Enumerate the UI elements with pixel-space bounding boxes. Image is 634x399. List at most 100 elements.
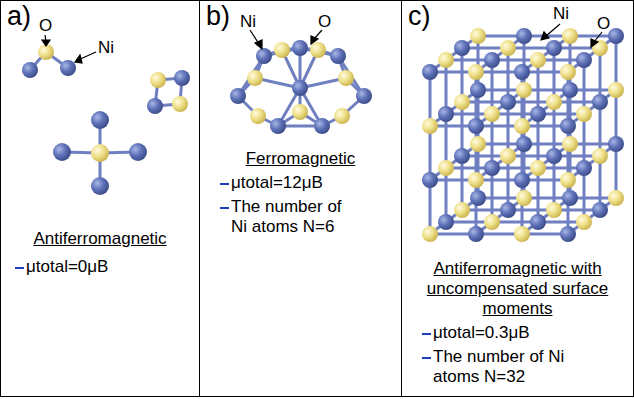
bond — [615, 36, 618, 90]
o-atom — [422, 226, 438, 242]
bond — [599, 48, 602, 102]
o-atom — [334, 108, 350, 124]
panel-letter: c) — [408, 1, 448, 31]
o-atom — [576, 106, 592, 122]
ni-atom — [270, 118, 286, 134]
bond — [553, 156, 556, 210]
o-atom — [292, 104, 308, 120]
bond — [445, 168, 448, 222]
bond — [583, 114, 586, 168]
o-atom — [576, 214, 592, 230]
bond — [461, 102, 464, 156]
bond — [521, 72, 524, 126]
property-text: The number of Ni atoms N=32 — [433, 347, 574, 387]
bullet-dash — [220, 183, 229, 185]
o-atom — [484, 106, 500, 122]
ni-atom — [514, 172, 530, 188]
o-atom — [454, 202, 470, 218]
bond — [615, 144, 618, 198]
bond — [491, 114, 494, 168]
ni-atom — [91, 111, 109, 129]
o-atom — [454, 94, 470, 110]
o-atom — [514, 226, 530, 242]
bullet-row: μtotal=0μB — [15, 257, 195, 277]
o-atom — [438, 52, 454, 68]
ni-atom — [576, 160, 592, 176]
atom-label: Ni — [240, 12, 256, 32]
atom-label: O — [597, 14, 610, 34]
ni-atom — [129, 143, 147, 161]
o-atom — [468, 64, 484, 80]
bond — [537, 114, 540, 168]
ni-atom — [500, 94, 516, 110]
ni-atom — [230, 88, 246, 104]
bond — [491, 168, 494, 222]
o-atom — [250, 108, 266, 124]
bullet-dash — [422, 357, 431, 359]
panel: b)Ferromagneticμtotal=12μBThe number of … — [199, 0, 402, 397]
ni-atom — [174, 70, 190, 86]
bond — [553, 48, 556, 102]
property-text: μtotal=0.3μB — [433, 323, 530, 343]
o-atom — [172, 96, 188, 112]
ni-atom — [422, 172, 438, 188]
bullet-row: μtotal=12μB — [220, 173, 395, 193]
bond — [475, 72, 478, 126]
magnetic-order: Antiferromagnetic with uncompensated sur… — [402, 259, 633, 319]
ni-atom — [60, 60, 76, 76]
bond — [475, 180, 478, 234]
ni-atom — [468, 118, 484, 134]
ni-atom — [454, 148, 470, 164]
ni-atom — [592, 202, 608, 218]
bond — [553, 102, 556, 156]
o-atom — [560, 64, 576, 80]
o-atom — [516, 190, 532, 206]
bond — [567, 72, 570, 126]
atom-label: Ni — [98, 38, 114, 58]
atom-label: O — [39, 16, 52, 36]
bond — [475, 126, 478, 180]
o-atom — [546, 202, 562, 218]
property-text: μtotal=0μB — [26, 257, 108, 277]
ni-atom — [53, 143, 71, 161]
bond — [491, 60, 494, 114]
bond — [461, 156, 464, 210]
bullet-row: The number of Ni atoms N=32 — [422, 347, 574, 387]
ni-atom — [546, 40, 562, 56]
bond — [507, 102, 510, 156]
ni-atom — [546, 148, 562, 164]
bond — [507, 48, 510, 102]
ni-atom — [608, 136, 624, 152]
property-text: μtotal=12μB — [231, 173, 323, 193]
panel: c) Antiferromagnetic with uncompensated s… — [401, 0, 634, 397]
atom-label: O — [318, 12, 331, 32]
ni-atom — [454, 40, 470, 56]
o-atom — [608, 190, 624, 206]
bond — [583, 60, 586, 114]
ni-atom — [292, 40, 308, 56]
ni-atom — [314, 118, 330, 134]
o-atom — [560, 172, 576, 188]
ni-atom — [330, 48, 346, 64]
bond — [429, 126, 432, 180]
o-atom — [562, 28, 578, 44]
bond — [461, 48, 464, 102]
o-atom — [91, 144, 109, 162]
o-atom — [438, 160, 454, 176]
bond — [429, 72, 432, 126]
o-atom — [592, 40, 608, 56]
property-text: The number of Ni atoms N=6 — [231, 197, 348, 237]
o-atom — [310, 42, 326, 58]
atom-label: Ni — [553, 4, 569, 24]
o-atom — [592, 148, 608, 164]
ni-atom — [608, 28, 624, 44]
o-atom — [514, 118, 530, 134]
o-atom — [484, 214, 500, 230]
ni-atom — [91, 177, 109, 195]
ni-atom — [484, 52, 500, 68]
ni-atom — [292, 80, 308, 96]
o-atom — [338, 70, 354, 86]
ni-atom — [470, 190, 486, 206]
ni-atom — [500, 202, 516, 218]
o-atom — [470, 28, 486, 44]
